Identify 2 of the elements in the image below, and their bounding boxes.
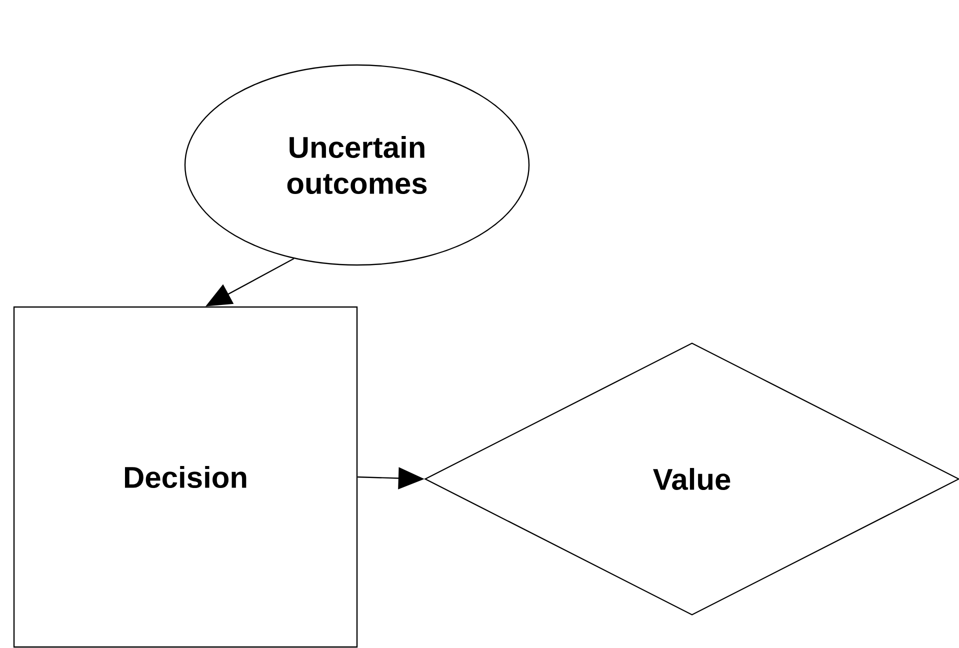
process-box: Decision [13, 306, 358, 648]
ellipse-node: Uncertain outcomes [184, 64, 530, 266]
